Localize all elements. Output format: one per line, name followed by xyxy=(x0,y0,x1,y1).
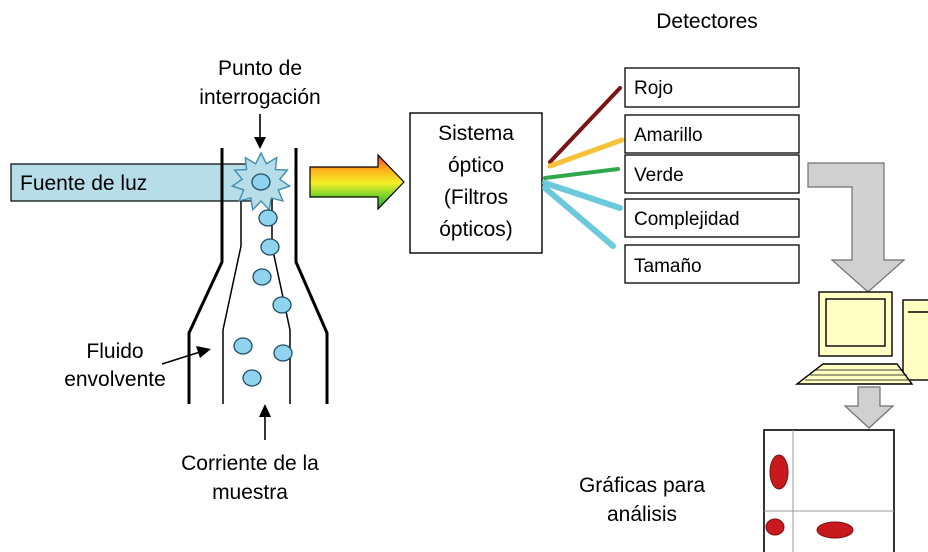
svg-text:Tamaño: Tamaño xyxy=(634,256,702,277)
svg-text:análisis: análisis xyxy=(607,503,677,526)
analysis-plot xyxy=(763,429,895,552)
light-source-box: Fuente de luz xyxy=(10,163,252,202)
interrogation-point-label: Punto de interrogación xyxy=(199,57,320,109)
computer-icon xyxy=(794,291,928,385)
plot-population-3 xyxy=(816,521,854,539)
sample-particle xyxy=(233,337,253,355)
svg-text:Amarillo: Amarillo xyxy=(634,125,703,146)
emission-line-green xyxy=(543,167,620,180)
plot-population-1 xyxy=(769,454,789,490)
sheath-fluid-label: Fluido envolvente xyxy=(64,340,166,391)
emission-line-yellow xyxy=(547,137,625,169)
detectors-heading: Detectores xyxy=(656,10,758,33)
detector-rojo: Rojo xyxy=(624,67,800,108)
svg-text:muestra: muestra xyxy=(212,481,288,504)
svg-text:(Filtros: (Filtros xyxy=(444,186,508,209)
sample-particle xyxy=(242,369,262,387)
detector-complejidad: Complejidad xyxy=(624,198,800,238)
data-flow-arrow-to-computer xyxy=(807,162,906,293)
data-flow-arrow-to-plot xyxy=(843,386,895,429)
emission-line-size xyxy=(542,185,616,249)
detector-tamano: Tamaño xyxy=(624,244,800,284)
svg-text:Gráficas para: Gráficas para xyxy=(579,474,705,497)
sample-particle xyxy=(272,296,292,314)
svg-text:Complejidad: Complejidad xyxy=(634,209,740,230)
svg-text:ópticos): ópticos) xyxy=(439,218,513,241)
svg-text:Fluido: Fluido xyxy=(86,340,143,363)
svg-text:Verde: Verde xyxy=(634,165,684,186)
detector-amarillo: Amarillo xyxy=(624,114,800,154)
sample-particle xyxy=(258,209,278,227)
plot-population-2 xyxy=(765,518,785,536)
sample-stream-arrow xyxy=(259,404,271,440)
svg-text:Sistema: Sistema xyxy=(438,122,514,145)
analysis-plots-label: Gráficas para análisis xyxy=(579,474,705,526)
optical-system-box: Sistema óptico (Filtros ópticos) xyxy=(409,112,543,254)
spectrum-arrow-icon xyxy=(309,153,405,211)
sample-particle xyxy=(251,173,271,191)
emission-line-red xyxy=(548,86,622,164)
svg-text:Corriente de la: Corriente de la xyxy=(181,452,319,475)
sample-particles xyxy=(233,173,293,387)
svg-text:óptico: óptico xyxy=(448,154,504,177)
svg-text:Rojo: Rojo xyxy=(634,78,673,99)
sample-particle xyxy=(260,238,280,256)
sample-particle xyxy=(252,268,272,286)
emission-lines xyxy=(542,86,625,249)
svg-text:interrogación: interrogación xyxy=(199,86,320,109)
svg-text:envolvente: envolvente xyxy=(64,368,166,391)
detector-verde: Verde xyxy=(624,154,800,194)
light-source-label: Fuente de luz xyxy=(20,172,147,195)
emission-line-complexity xyxy=(542,180,623,211)
svg-text:Punto de: Punto de xyxy=(218,57,302,80)
detector-list: Rojo Amarillo Verde Complejidad Tamaño xyxy=(624,67,800,284)
sample-stream-label: Corriente de la muestra xyxy=(181,452,319,504)
sample-particle xyxy=(273,344,293,362)
interrogation-arrow xyxy=(254,114,266,149)
sheath-fluid-arrow xyxy=(161,346,211,365)
